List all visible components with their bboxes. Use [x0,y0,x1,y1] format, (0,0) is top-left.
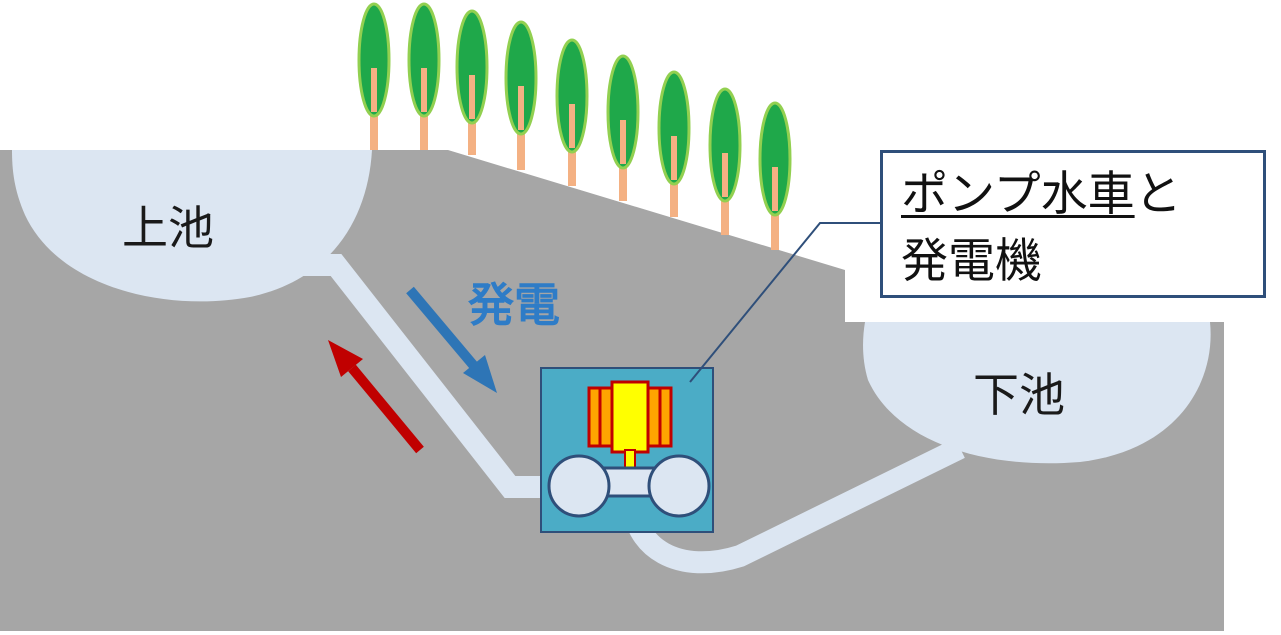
tree-crown [657,70,691,186]
tree-trunk-inner [569,104,575,148]
lower-reservoir [863,322,1211,464]
tree-crown [357,2,391,118]
tree-crown [407,2,441,118]
tree-trunk-inner [620,120,626,164]
upper-reservoir [12,150,372,302]
tree-trunk-inner [772,167,778,211]
lower-reservoir-label: 下池 [973,368,1065,422]
down-right-arrow-icon [406,286,497,393]
tree-trunk-inner [469,75,475,119]
callout-line-1: ポンプ水車と [901,171,1182,218]
tree-trunk-inner [421,68,427,112]
generation-label: 発電 [468,278,560,332]
generator-icon [587,380,673,473]
tree-crown [758,101,792,217]
up-left-arrow-icon [328,340,424,454]
tree-crown [708,87,742,203]
tree-crown [606,54,640,170]
tree-row [357,2,792,250]
pump-turbine-text: ポンプ水車 [901,167,1135,222]
generator-text: 発電機 [901,234,1042,289]
tree-crown [555,38,589,154]
tree-trunk-inner [518,86,524,130]
upper-reservoir-label: 上池 [122,201,214,255]
callout-box: ポンプ水車と 発電機 [880,150,1266,298]
tree-trunk-inner [722,153,728,197]
pump-turbine-icon [547,454,711,518]
tree-trunk-inner [371,68,377,112]
tree-trunk-inner [671,136,677,180]
tree-crown [504,20,538,136]
tree-crown [455,9,489,125]
penstock-pipe [300,254,560,498]
callout-leader-line [689,222,880,383]
callout-conjunction-text: と [1134,167,1182,222]
